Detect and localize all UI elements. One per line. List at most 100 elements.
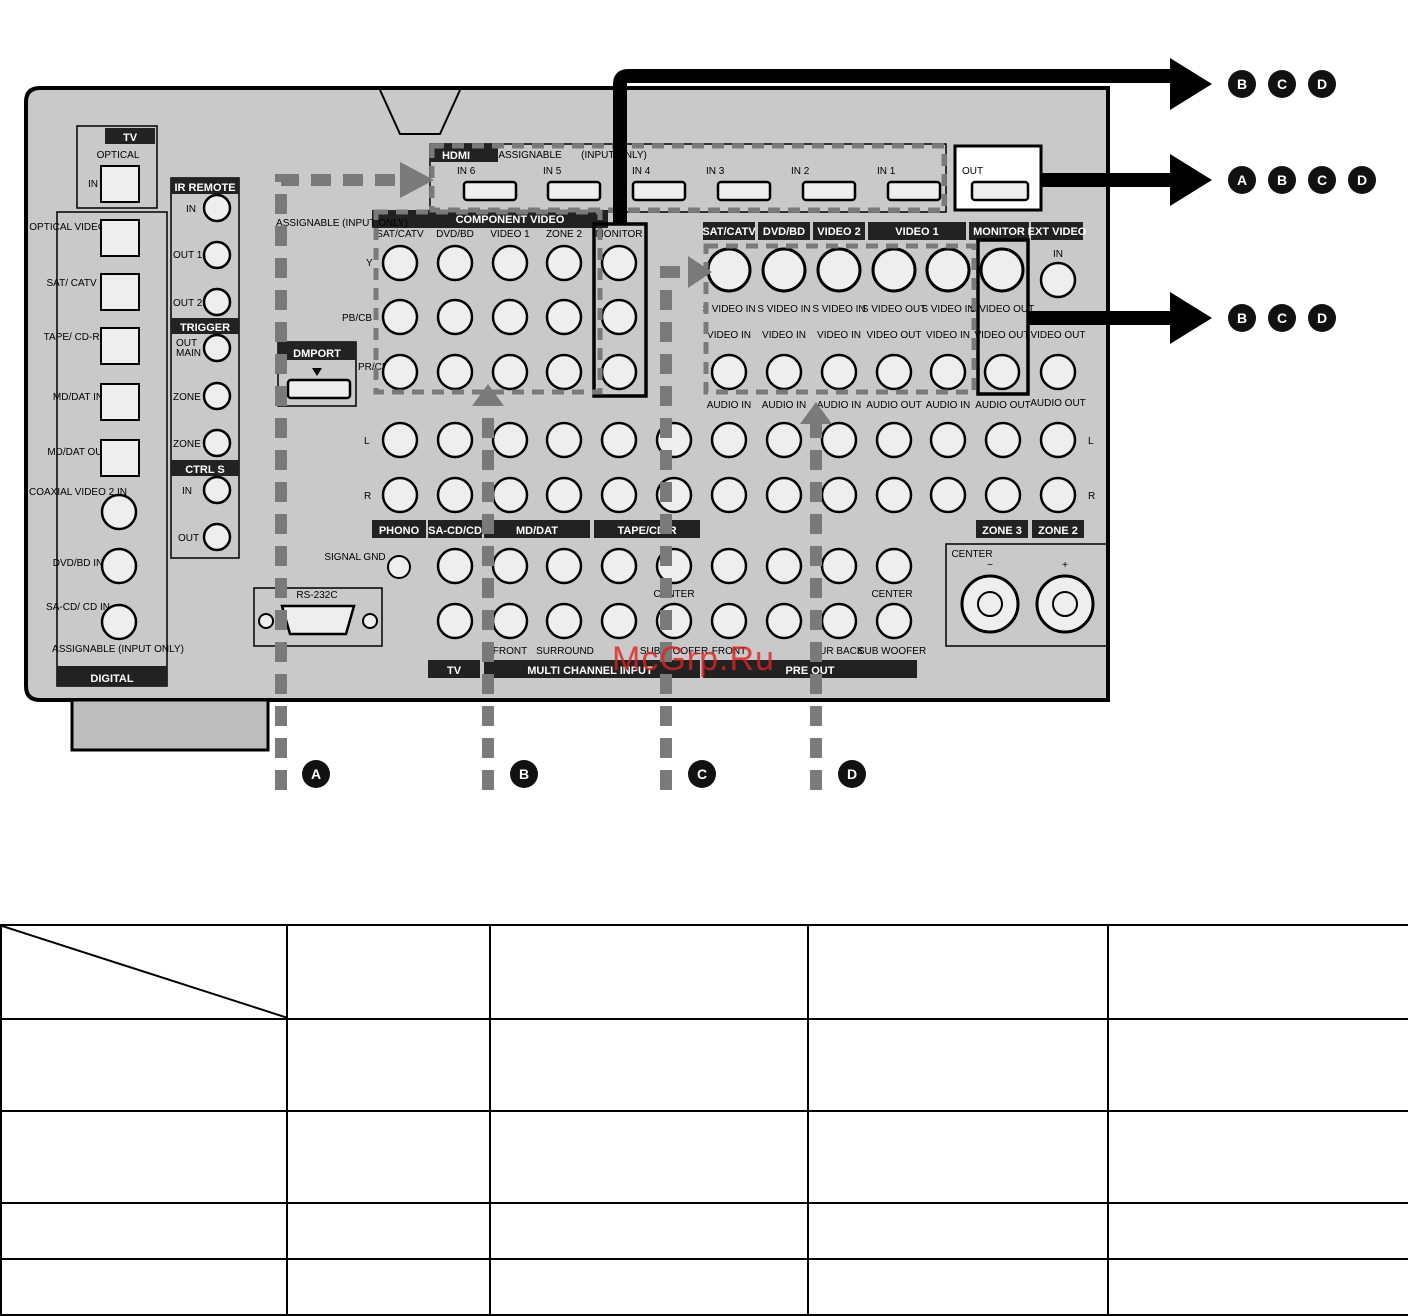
ir-out1-jack[interactable] — [202, 240, 232, 270]
audio-jack[interactable] — [710, 476, 748, 514]
component-jack[interactable] — [545, 298, 583, 336]
signal-gnd-screw[interactable] — [387, 555, 411, 579]
multichannel-jack[interactable] — [436, 602, 474, 640]
component-jack[interactable] — [491, 244, 529, 282]
audio-jack[interactable] — [436, 476, 474, 514]
component-jack[interactable] — [491, 353, 529, 391]
component-jack[interactable] — [491, 298, 529, 336]
optical-jack[interactable] — [100, 439, 140, 477]
preout-jack[interactable] — [875, 602, 913, 640]
preout-jack[interactable] — [765, 602, 803, 640]
ir-out2-label: OUT 2 — [173, 298, 203, 309]
multichannel-jack[interactable] — [545, 547, 583, 585]
preout-jack[interactable] — [820, 547, 858, 585]
component-jack[interactable] — [436, 353, 474, 391]
multichannel-jack[interactable] — [600, 602, 638, 640]
svideo-jack[interactable] — [925, 247, 971, 293]
audio-jack[interactable] — [875, 421, 913, 459]
optical-jack[interactable] — [100, 273, 140, 311]
tv-optical-jack[interactable] — [100, 165, 140, 203]
svideo-jack[interactable] — [871, 247, 917, 293]
multichannel-jack[interactable] — [491, 547, 529, 585]
composite-jack[interactable] — [710, 353, 748, 391]
hdmi-port[interactable] — [546, 180, 602, 202]
audio-jack[interactable] — [820, 476, 858, 514]
coaxial-jack[interactable] — [100, 547, 138, 585]
svideo-jack[interactable] — [979, 247, 1025, 293]
ext-video-jack[interactable] — [1039, 261, 1077, 299]
composite-jack[interactable] — [820, 353, 858, 391]
audio-jack[interactable] — [381, 421, 419, 459]
hdmi-out-port[interactable] — [970, 180, 1030, 202]
optical-jack[interactable] — [100, 327, 140, 365]
preout-jack[interactable] — [710, 547, 748, 585]
coaxial-jack[interactable] — [100, 603, 138, 641]
audio-jack[interactable] — [381, 476, 419, 514]
audio-jack[interactable] — [491, 476, 529, 514]
component-jack[interactable] — [381, 244, 419, 282]
composite-jack[interactable] — [1039, 353, 1077, 391]
audio-jack[interactable] — [710, 421, 748, 459]
component-jack[interactable] — [600, 298, 638, 336]
component-jack[interactable] — [436, 244, 474, 282]
preout-jack[interactable] — [765, 547, 803, 585]
multichannel-jack[interactable] — [436, 547, 474, 585]
audio-jack[interactable] — [929, 476, 967, 514]
audio-jack[interactable] — [436, 421, 474, 459]
audio-jack[interactable] — [545, 421, 583, 459]
component-jack[interactable] — [381, 298, 419, 336]
component-jack[interactable] — [381, 353, 419, 391]
audio-jack[interactable] — [491, 421, 529, 459]
optical-jack[interactable] — [100, 383, 140, 421]
ir-in-jack[interactable] — [202, 193, 232, 223]
hdmi-port[interactable] — [716, 180, 772, 202]
multichannel-jack[interactable] — [545, 602, 583, 640]
preout-jack[interactable] — [820, 602, 858, 640]
audio-jack[interactable] — [1039, 476, 1077, 514]
component-jack[interactable] — [600, 353, 638, 391]
component-jack[interactable] — [436, 298, 474, 336]
route-arrowheads — [400, 162, 832, 424]
svideo-jack[interactable] — [761, 247, 807, 293]
audio-jack[interactable] — [765, 421, 803, 459]
audio-jack[interactable] — [600, 421, 638, 459]
composite-jack[interactable] — [875, 353, 913, 391]
composite-jack[interactable] — [929, 353, 967, 391]
audio-jack[interactable] — [875, 476, 913, 514]
audio-jack[interactable] — [765, 476, 803, 514]
rs232c-connector[interactable] — [280, 604, 356, 636]
trigger-zone2-jack[interactable] — [202, 381, 232, 411]
dmport-connector[interactable] — [286, 378, 352, 400]
hdmi-port[interactable] — [631, 180, 687, 202]
coaxial-jack[interactable] — [100, 493, 138, 531]
audio-jack[interactable] — [984, 476, 1022, 514]
component-jack[interactable] — [545, 353, 583, 391]
hdmi-port[interactable] — [801, 180, 857, 202]
component-jack[interactable] — [600, 244, 638, 282]
speaker-terminal-plus[interactable] — [1035, 574, 1095, 634]
audio-jack[interactable] — [984, 421, 1022, 459]
audio-jack[interactable] — [1039, 421, 1077, 459]
multichannel-jack[interactable] — [600, 547, 638, 585]
svideo-jack[interactable] — [816, 247, 862, 293]
svideo-jack[interactable] — [706, 247, 752, 293]
optical-jack[interactable] — [100, 219, 140, 257]
audio-jack[interactable] — [600, 476, 638, 514]
ctrl-in-jack[interactable] — [202, 475, 232, 505]
trigger-zone3-jack[interactable] — [202, 428, 232, 458]
composite-jack[interactable] — [983, 353, 1021, 391]
ctrl-out-jack[interactable] — [202, 522, 232, 552]
trigger-main-jack[interactable] — [202, 333, 232, 363]
speaker-terminal-minus[interactable] — [960, 574, 1020, 634]
composite-jack[interactable] — [765, 353, 803, 391]
ir-out2-jack[interactable] — [202, 287, 232, 317]
component-jack[interactable] — [545, 244, 583, 282]
hdmi-port[interactable] — [886, 180, 942, 202]
preout-jack[interactable] — [875, 547, 913, 585]
audio-jack[interactable] — [929, 421, 967, 459]
preout-jack[interactable] — [710, 602, 748, 640]
hdmi-port[interactable] — [462, 180, 518, 202]
audio-jack[interactable] — [545, 476, 583, 514]
multichannel-jack[interactable] — [491, 602, 529, 640]
audio-jack[interactable] — [820, 421, 858, 459]
